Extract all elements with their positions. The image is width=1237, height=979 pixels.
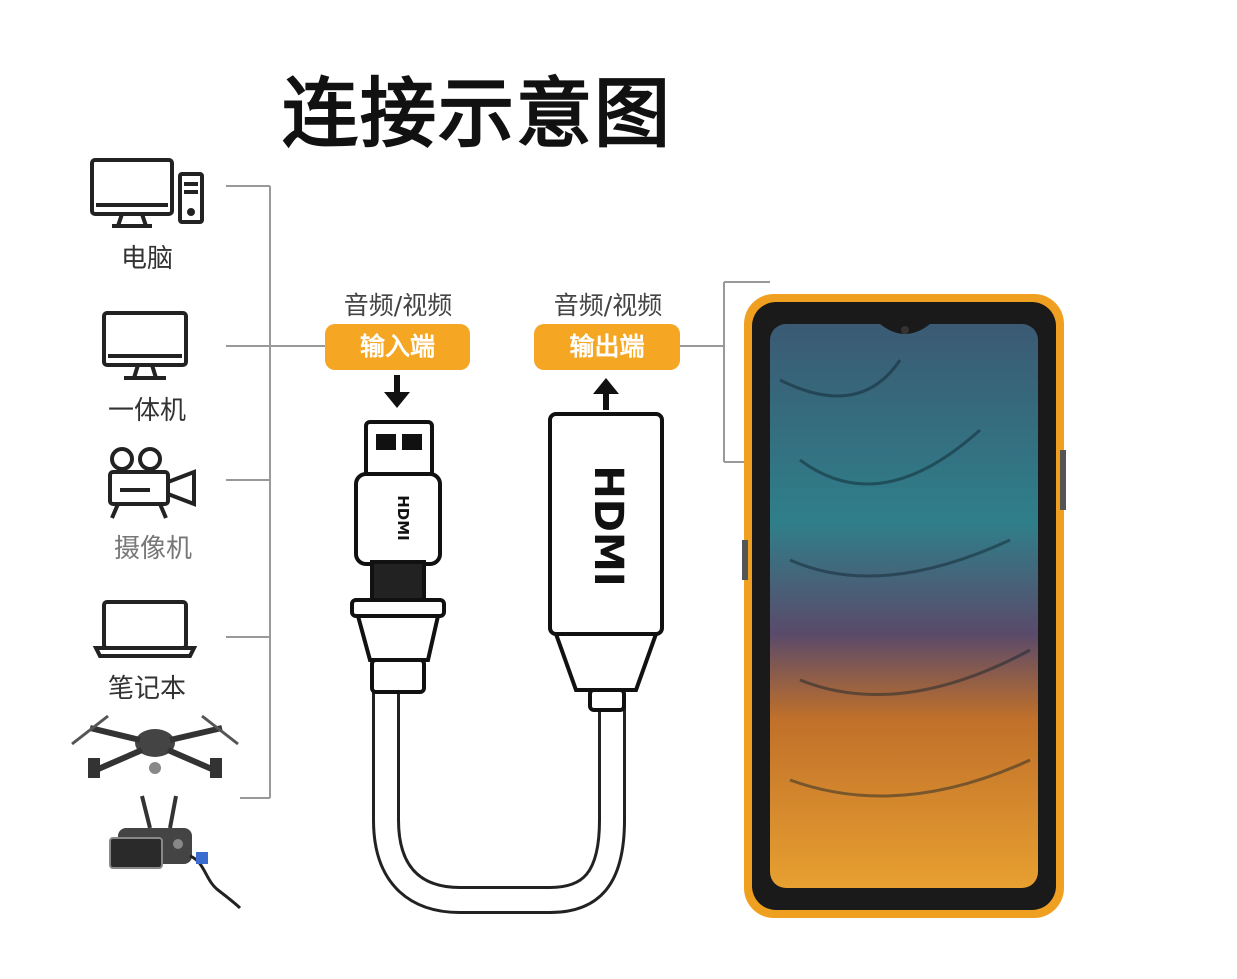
output-hdmi-connector <box>548 412 664 712</box>
device-label-all-in-one: 一体机 <box>107 396 186 426</box>
phone-screen <box>770 324 1038 888</box>
all-in-one-monitor-icon <box>102 311 188 380</box>
input-plug-label: HDMI <box>394 495 412 541</box>
device-label-laptop: 笔记本 <box>107 674 186 704</box>
front-camera-icon <box>901 326 909 334</box>
device-label-camera: 摄像机 <box>113 534 192 564</box>
input-arrow-icon <box>384 375 410 408</box>
output-arrow-icon <box>593 378 619 410</box>
drone-remote-controller-icon <box>109 795 242 910</box>
laptop-icon <box>92 600 198 658</box>
output-port-badge: 输出端 <box>534 324 680 370</box>
input-port-caption: 音频/视频 <box>343 291 453 320</box>
input-port-badge: 输入端 <box>325 324 470 370</box>
page-title: 连接示意图 <box>282 69 672 158</box>
drone-icon <box>71 714 239 778</box>
output-port-caption: 音频/视频 <box>553 291 663 320</box>
device-label-computer: 电脑 <box>120 244 173 274</box>
output-plug-label: HDMI <box>585 465 631 586</box>
input-usb-plug <box>350 420 446 694</box>
video-camera-icon <box>108 447 196 519</box>
desktop-computer-icon <box>90 158 204 228</box>
